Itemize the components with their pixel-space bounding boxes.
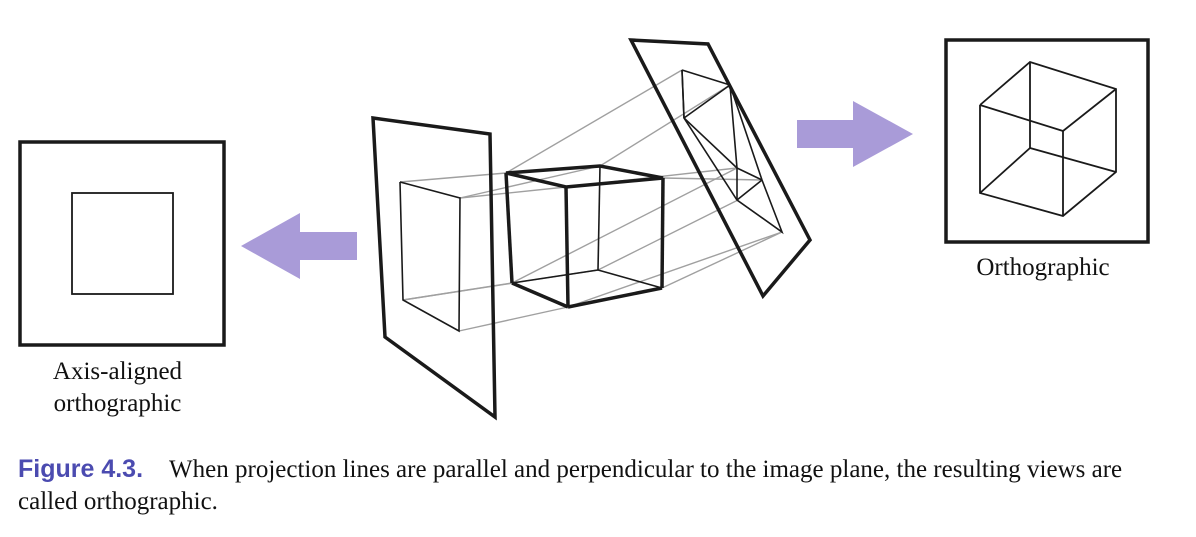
orthographic-view-frame	[944, 38, 1150, 244]
right-plane-frame	[628, 38, 813, 300]
orthographic-view	[944, 38, 1150, 244]
caption-text: When projection lines are parallel and p…	[18, 456, 1123, 515]
axis-aligned-view-frame	[18, 140, 226, 347]
axis-aligned-view	[18, 140, 226, 347]
axis-aligned-square	[71, 192, 174, 295]
left-image-plane	[371, 115, 497, 421]
right-image-plane	[628, 38, 813, 300]
figure-caption: Figure 4.3.When projection lines are par…	[18, 453, 1178, 518]
orthographic-cube	[979, 60, 1117, 217]
left-arrow	[241, 213, 357, 279]
axis-aligned-label: Axis-aligned orthographic	[52, 358, 183, 417]
right-arrow	[797, 101, 913, 167]
figure-number: Figure 4.3.	[18, 455, 144, 483]
projection-lines	[399, 69, 783, 332]
central-cube	[504, 164, 665, 309]
left-plane-frame	[371, 115, 497, 421]
left-plane-projection	[399, 181, 461, 333]
right-plane-projection	[681, 69, 784, 235]
projection-diagram	[18, 38, 1150, 421]
orthographic-label: Orthographic	[976, 254, 1110, 281]
